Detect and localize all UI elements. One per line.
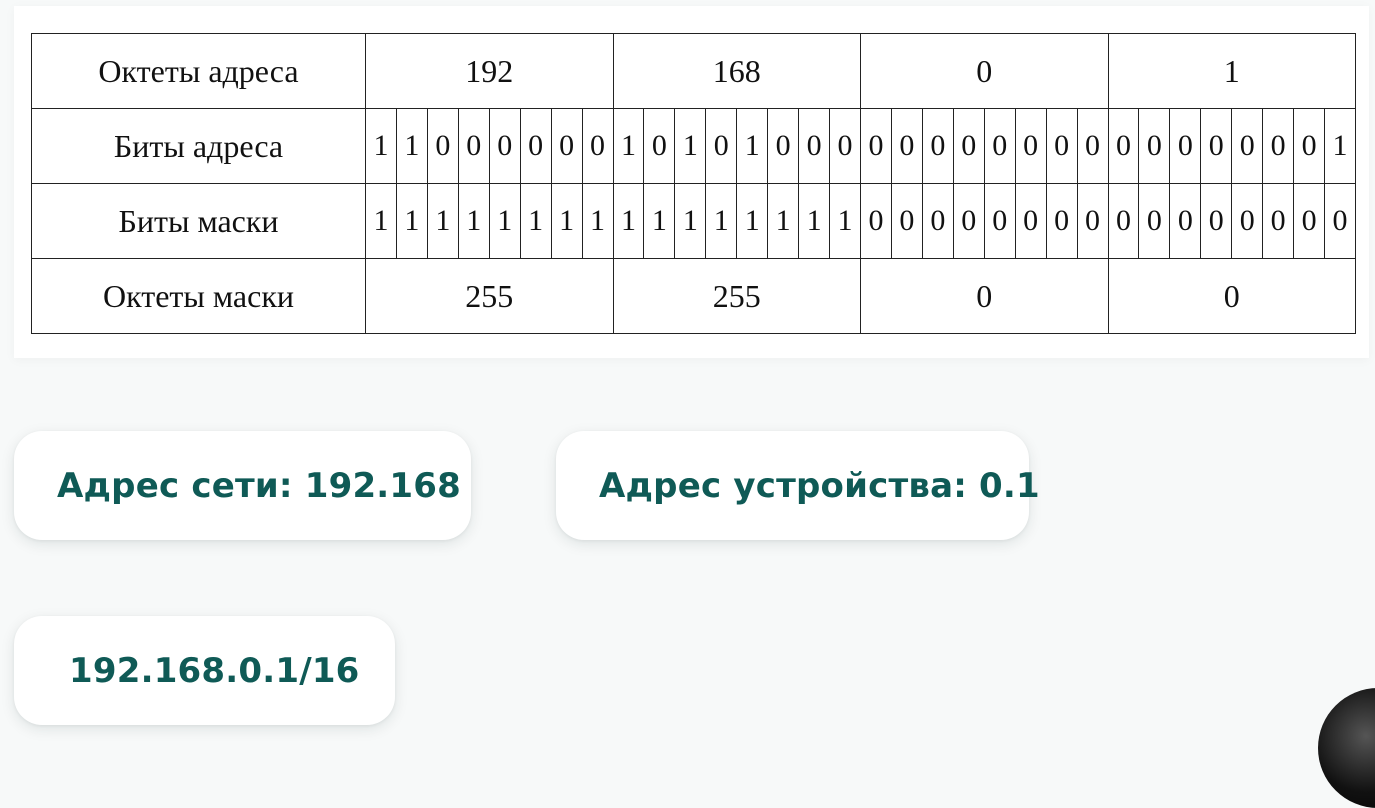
bit-cell: 0 — [921, 108, 954, 184]
bit-cell: 0 — [860, 108, 892, 184]
bit-cell: 0 — [1262, 108, 1295, 184]
bit-cell: 0 — [488, 108, 521, 184]
bit-cell: 1 — [488, 183, 521, 259]
bit-cell: 0 — [1138, 108, 1171, 184]
bit-cell: 0 — [1045, 108, 1078, 184]
network-address-text: Адрес сети: 192.168 — [57, 465, 461, 506]
row-header: Октеты адреса — [31, 33, 366, 109]
bit-cell: 0 — [1076, 183, 1109, 259]
bit-cell: 0 — [1293, 183, 1326, 259]
bit-cell: 0 — [581, 108, 614, 184]
bit-cell: 1 — [674, 183, 707, 259]
bit-cell: 0 — [1231, 183, 1264, 259]
bit-cell: 0 — [767, 108, 800, 184]
bit-cell: 0 — [1138, 183, 1171, 259]
bit-cell: 0 — [1200, 108, 1233, 184]
cidr-notation-card: 192.168.0.1/16 — [14, 616, 395, 725]
bit-cell: 0 — [1169, 108, 1202, 184]
bit-cell: 1 — [612, 108, 645, 184]
octet-cell: 255 — [612, 258, 861, 334]
bit-cell: 0 — [1324, 183, 1356, 259]
bit-cell: 0 — [1169, 183, 1202, 259]
bit-cell: 0 — [1045, 183, 1078, 259]
bit-cell: 0 — [1200, 183, 1233, 259]
bit-cell: 0 — [983, 183, 1016, 259]
bit-cell: 1 — [798, 183, 831, 259]
row-header: Биты адреса — [31, 108, 366, 184]
bit-cell: 0 — [798, 108, 831, 184]
octet-cell: 168 — [612, 33, 861, 109]
bit-cell: 0 — [457, 108, 490, 184]
bit-cell: 0 — [1076, 108, 1109, 184]
bit-cell: 1 — [767, 183, 800, 259]
bit-cell: 1 — [550, 183, 583, 259]
bit-cell: 1 — [395, 183, 428, 259]
bit-cell: 1 — [457, 183, 490, 259]
bit-cell: 0 — [1293, 108, 1326, 184]
device-address-text: Адрес устройства: 0.1 — [599, 465, 1040, 506]
bit-cell: 0 — [1014, 183, 1047, 259]
cidr-notation-text: 192.168.0.1/16 — [69, 650, 360, 691]
bit-cell: 1 — [395, 108, 428, 184]
octet-cell: 0 — [860, 33, 1109, 109]
octet-cell: 1 — [1107, 33, 1356, 109]
bit-cell: 1 — [612, 183, 645, 259]
bit-cell: 1 — [829, 183, 861, 259]
bit-cell: 0 — [890, 183, 923, 259]
bit-cell: 0 — [829, 108, 861, 184]
bit-cell: 0 — [1231, 108, 1264, 184]
row-header: Биты маски — [31, 183, 366, 259]
corner-avatar-orb — [1318, 688, 1375, 808]
bit-cell: 0 — [952, 183, 985, 259]
bit-cell: 0 — [1262, 183, 1295, 259]
bit-cell: 0 — [643, 108, 676, 184]
bit-cell: 1 — [426, 183, 459, 259]
bit-cell: 0 — [890, 108, 923, 184]
octet-cell: 255 — [365, 258, 614, 334]
bit-cell: 0 — [705, 108, 738, 184]
bit-cell: 0 — [983, 108, 1016, 184]
bit-cell: 0 — [519, 108, 552, 184]
bit-cell: 1 — [519, 183, 552, 259]
network-address-card: Адрес сети: 192.168 — [14, 431, 471, 540]
device-address-card: Адрес устройства: 0.1 — [556, 431, 1040, 540]
bit-cell: 0 — [550, 108, 583, 184]
bit-cell: 0 — [1107, 183, 1140, 259]
bit-cell: 1 — [736, 108, 769, 184]
bit-cell: 0 — [1107, 108, 1140, 184]
bit-cell: 1 — [1324, 108, 1356, 184]
row-header: Октеты маски — [31, 258, 366, 334]
bit-cell: 1 — [643, 183, 676, 259]
bit-cell: 0 — [1014, 108, 1047, 184]
bit-cell: 1 — [365, 183, 397, 259]
bit-cell: 1 — [705, 183, 738, 259]
octet-cell: 0 — [1107, 258, 1356, 334]
bit-cell: 1 — [736, 183, 769, 259]
octet-cell: 192 — [365, 33, 614, 109]
bit-cell: 0 — [860, 183, 892, 259]
bit-cell: 0 — [426, 108, 459, 184]
octet-cell: 0 — [860, 258, 1109, 334]
bit-cell: 1 — [674, 108, 707, 184]
bit-cell: 0 — [952, 108, 985, 184]
bit-cell: 1 — [581, 183, 614, 259]
bit-cell: 0 — [921, 183, 954, 259]
bit-cell: 1 — [365, 108, 397, 184]
